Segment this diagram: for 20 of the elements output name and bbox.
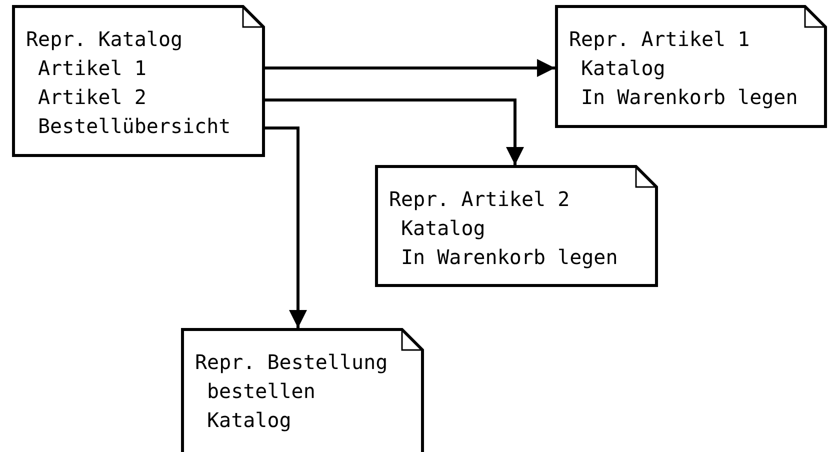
menu-item: Katalog (400, 215, 486, 242)
menu-item: bestellen (206, 378, 316, 405)
document-title: Repr. Katalog (26, 26, 183, 53)
arrow (265, 98, 524, 165)
document-box (375, 165, 658, 287)
document-title: Repr. Artikel 2 (389, 186, 570, 213)
menu-item: Bestellübersicht (37, 113, 231, 140)
document-title: Repr. Artikel 1 (569, 26, 750, 53)
menu-item: Katalog (206, 407, 292, 434)
menu-item: Katalog (580, 55, 666, 82)
document-box (12, 5, 265, 157)
document-box (181, 328, 424, 452)
document-box (555, 5, 827, 128)
arrow (265, 59, 555, 77)
menu-item: Artikel 1 (37, 55, 146, 82)
menu-item: In Warenkorb legen (580, 84, 798, 111)
menu-item: In Warenkorb legen (400, 244, 618, 271)
document-title: Repr. Bestellung (195, 349, 388, 376)
menu-item: Artikel 2 (37, 84, 146, 111)
arrow (265, 126, 307, 328)
